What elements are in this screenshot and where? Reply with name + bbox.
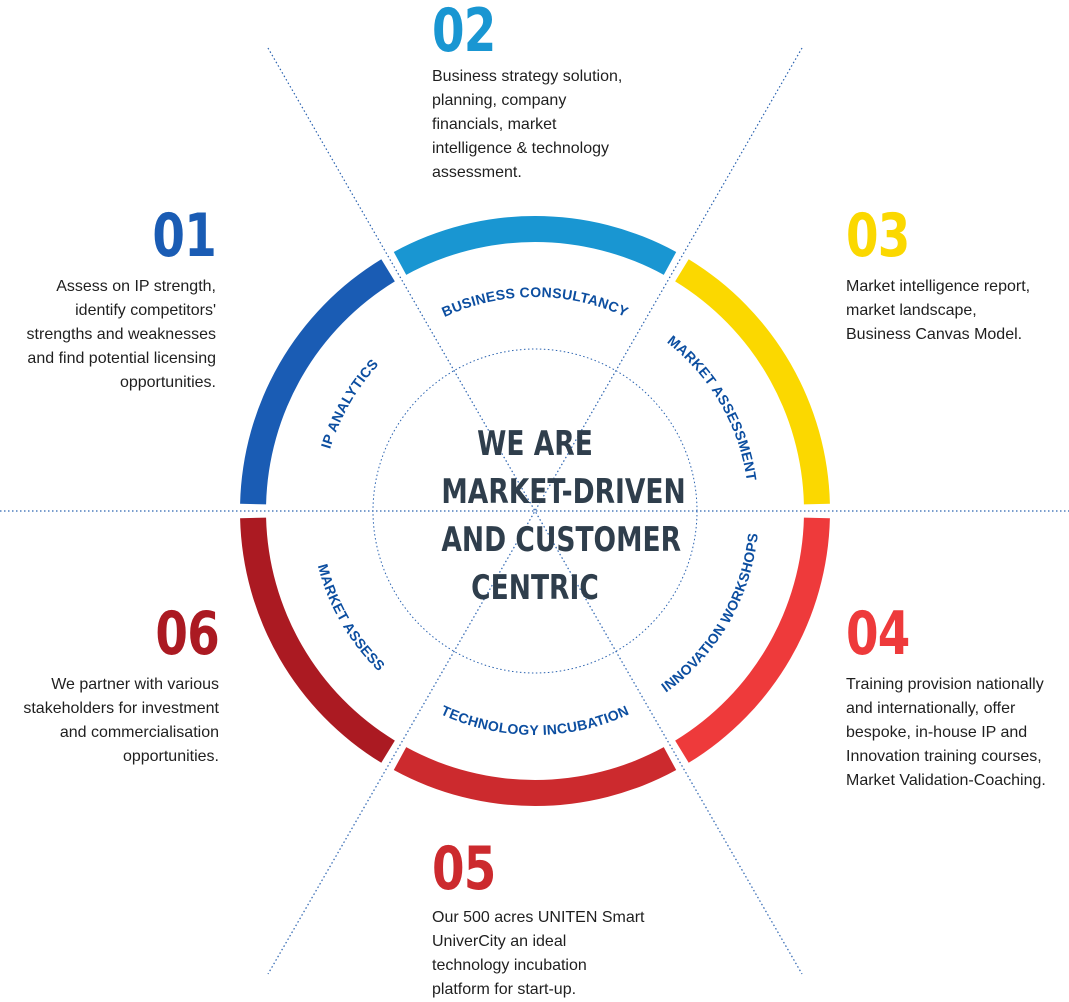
- item-06-line: stakeholders for investment: [23, 700, 219, 717]
- item-06: 06 We partner with various stakeholders …: [0, 603, 219, 769]
- item-01-number: 01: [152, 201, 216, 271]
- item-02-number: 02: [432, 0, 496, 66]
- item-03-description: Market intelligence report, market lands…: [846, 275, 1066, 347]
- item-04-description: Training provision nationally and intern…: [846, 673, 1068, 793]
- center-line-4: CENTRIC: [471, 568, 599, 608]
- item-01: 01 Assess on IP strength, identify compe…: [0, 201, 217, 395]
- item-03-number: 03: [846, 201, 910, 271]
- item-04-line: bespoke, in-house IP and: [846, 724, 1028, 741]
- ring-segment-6: [240, 517, 395, 763]
- item-06-line: opportunities.: [122, 748, 219, 765]
- item-02-line: planning, company: [432, 92, 567, 109]
- item-03-line: market landscape,: [846, 302, 977, 319]
- center-statement: WE ARE MARKET-DRIVEN AND CUSTOMER CENTRI…: [415, 420, 686, 612]
- ring-segment-4: [675, 517, 830, 763]
- item-03-line: Market intelligence report,: [846, 278, 1031, 295]
- item-06-number: 06: [155, 599, 219, 669]
- inner-dotted-circle: [372, 348, 698, 674]
- item-02-line: intelligence & technology: [432, 140, 610, 157]
- center-line-1: WE ARE: [477, 424, 593, 464]
- label-ip-analytics: IP ANALYTICS: [318, 356, 382, 451]
- label-business-consultancy: BUSINESS CONSULTANCY: [439, 284, 631, 320]
- outer-ring: [240, 215, 830, 806]
- label-market-assess: MARKET ASSESS: [315, 562, 388, 674]
- item-02-line: Business strategy solution,: [432, 68, 623, 85]
- item-03-line: Business Canvas Model.: [846, 326, 1023, 343]
- item-05-line: UniverCity an ideal: [432, 933, 567, 950]
- item-04-number: 04: [846, 599, 910, 669]
- item-06-line: and commercialisation: [59, 724, 219, 741]
- item-05-description: Our 500 acres UNITEN Smart UniverCity an…: [432, 906, 672, 1002]
- item-04-line: Innovation training courses,: [846, 748, 1042, 765]
- item-04: 04 Training provision nationally and int…: [846, 603, 1068, 793]
- item-01-line: Assess on IP strength,: [56, 278, 216, 295]
- item-01-description: Assess on IP strength, identify competit…: [0, 275, 216, 395]
- center-line-3: AND CUSTOMER: [441, 520, 682, 560]
- item-01-line: opportunities.: [119, 374, 216, 391]
- item-04-line: Market Validation-Coaching.: [846, 772, 1046, 789]
- item-05-number: 05: [432, 834, 496, 904]
- item-06-description: We partner with various stakeholders for…: [0, 673, 219, 769]
- item-01-line: identify competitors': [75, 302, 216, 319]
- item-04-line: and internationally, offer: [846, 700, 1016, 717]
- ring-segment-1: [240, 259, 395, 505]
- item-05-line: technology incubation: [432, 957, 587, 974]
- label-market-assessment: MARKET ASSESSMENT: [665, 332, 760, 482]
- item-01-line: and find potential licensing: [27, 350, 216, 367]
- item-05-line: Our 500 acres UNITEN Smart: [432, 909, 645, 926]
- item-02: 02 Business strategy solution, planning,…: [432, 0, 672, 185]
- item-05: 05 Our 500 acres UNITEN Smart UniverCity…: [432, 838, 672, 1002]
- ring-segment-3: [675, 259, 830, 505]
- item-04-line: Training provision nationally: [846, 676, 1044, 693]
- item-02-line: assessment.: [432, 164, 522, 181]
- item-05-line: platform for start-up.: [432, 981, 577, 998]
- label-technology-incubation: TECHNOLOGY INCUBATION: [439, 702, 631, 738]
- item-06-line: We partner with various: [51, 676, 219, 693]
- ring-segment-2: [393, 215, 677, 275]
- item-01-line: strengths and weaknesses: [26, 326, 216, 343]
- item-03: 03 Market intelligence report, market la…: [846, 205, 1066, 347]
- item-02-line: financials, market: [432, 116, 557, 133]
- center-line-2: MARKET-DRIVEN: [441, 472, 686, 512]
- item-02-description: Business strategy solution, planning, co…: [432, 65, 672, 185]
- ring-segment-5: [393, 747, 677, 806]
